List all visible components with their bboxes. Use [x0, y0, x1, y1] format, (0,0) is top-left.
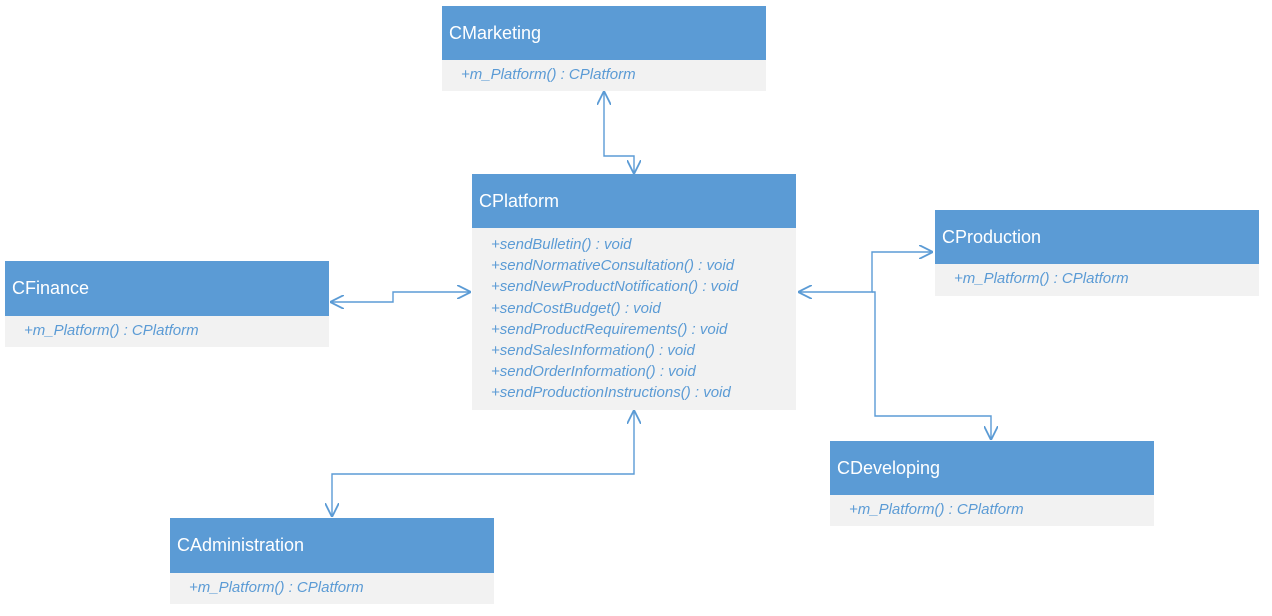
class-administration-member: +m_Platform() : CPlatform — [189, 579, 364, 596]
class-platform-member: +sendNormativeConsultation() : void — [491, 257, 735, 275]
class-marketing-members: +m_Platform() : CPlatform — [442, 60, 766, 91]
class-platform-name: CPlatform — [479, 190, 560, 211]
class-platform[interactable]: CPlatform +sendBulletin() : void +sendNo… — [472, 174, 796, 410]
class-marketing-member: +m_Platform() : CPlatform — [461, 66, 636, 83]
class-developing[interactable]: CDeveloping +m_Platform() : CPlatform — [830, 441, 1154, 526]
class-finance[interactable]: CFinance +m_Platform() : CPlatform — [5, 261, 329, 347]
connector-platform-production — [798, 252, 933, 292]
class-platform-member: +sendProductRequirements() : void — [491, 320, 728, 338]
connector-platform-developing — [872, 291, 991, 440]
class-finance-member: +m_Platform() : CPlatform — [24, 322, 199, 339]
class-administration-members: +m_Platform() : CPlatform — [170, 573, 494, 604]
class-developing-header: CDeveloping — [830, 441, 1154, 495]
class-finance-members: +m_Platform() : CPlatform — [5, 316, 329, 347]
connector-platform-marketing — [604, 91, 634, 174]
class-platform-member: +sendBulletin() : void — [491, 236, 632, 253]
class-developing-members: +m_Platform() : CPlatform — [830, 495, 1154, 526]
class-platform-member: +sendNewProductNotification() : void — [491, 278, 739, 296]
class-platform-member: +sendCostBudget() : void — [491, 299, 661, 317]
class-platform-member: +sendSalesInformation() : void — [491, 342, 695, 360]
class-production-members: +m_Platform() : CPlatform — [935, 264, 1259, 296]
class-finance-name: CFinance — [12, 278, 90, 298]
class-marketing-name: CMarketing — [449, 22, 542, 43]
class-marketing-header: CMarketing — [442, 6, 766, 60]
class-platform-header: CPlatform — [472, 174, 796, 228]
connector-platform-finance — [330, 292, 471, 302]
class-production-member: +m_Platform() : CPlatform — [954, 270, 1129, 287]
connector-platform-administration — [332, 410, 634, 517]
class-production[interactable]: CProduction +m_Platform() : CPlatform — [935, 210, 1259, 296]
class-marketing[interactable]: CMarketing +m_Platform() : CPlatform — [442, 6, 766, 91]
class-developing-member: +m_Platform() : CPlatform — [849, 501, 1024, 518]
class-administration[interactable]: CAdministration +m_Platform() : CPlatfor… — [170, 518, 494, 604]
class-developing-name: CDeveloping — [837, 457, 941, 478]
class-production-header: CProduction — [935, 210, 1259, 264]
class-platform-members: +sendBulletin() : void +sendNormativeCon… — [472, 228, 796, 410]
class-platform-member: +sendOrderInformation() : void — [491, 363, 696, 381]
class-administration-header: CAdministration — [170, 518, 494, 573]
class-administration-name: CAdministration — [177, 535, 305, 555]
class-production-name: CProduction — [942, 226, 1042, 247]
class-platform-member: +sendProductionInstructions() : void — [491, 384, 731, 402]
class-finance-header: CFinance — [5, 261, 329, 316]
